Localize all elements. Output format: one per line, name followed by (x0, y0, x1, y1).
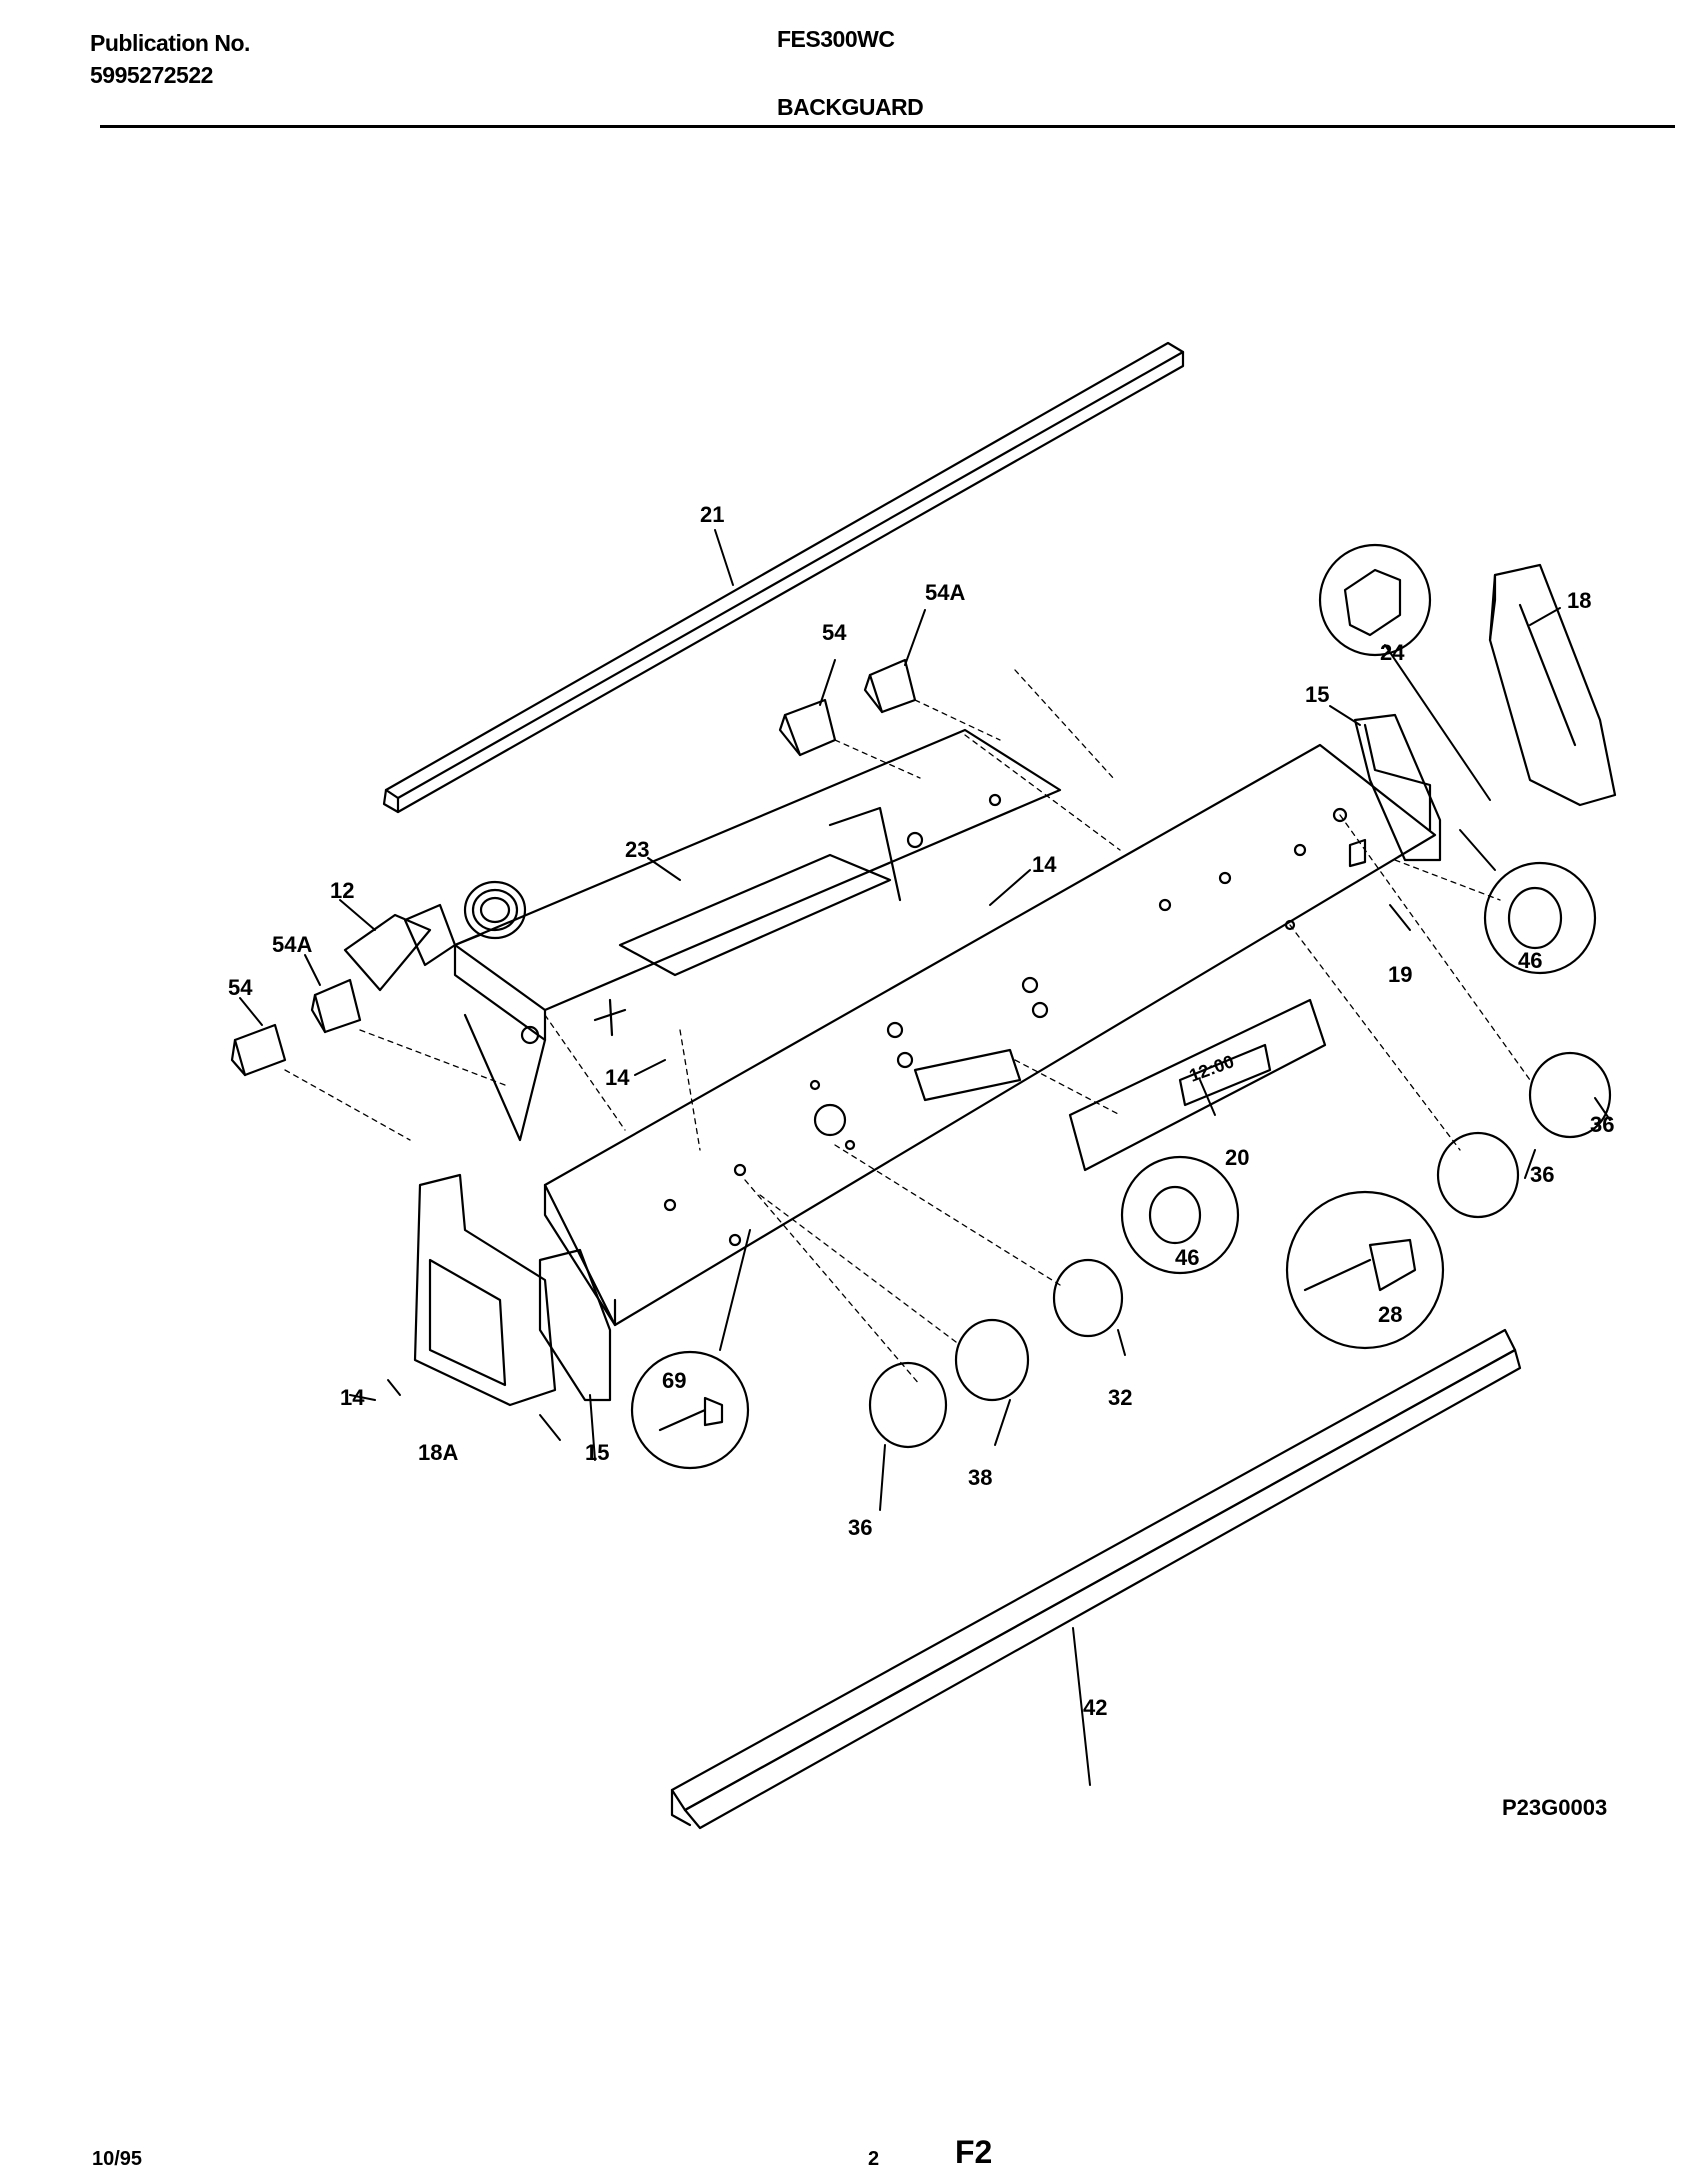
left-switches (230, 978, 362, 1077)
thermostat-assembly (343, 880, 527, 992)
section-title: BACKGUARD (777, 94, 924, 120)
callout-19: 19 (1388, 962, 1412, 987)
top-trim-strip (382, 341, 1185, 814)
callout-54-left: 54 (228, 975, 253, 1000)
left-end-cap (413, 1173, 557, 1407)
model-number: FES300WC (777, 26, 895, 52)
callout-36-far: 36 (1590, 1112, 1614, 1137)
callout-54-top: 54 (822, 620, 847, 645)
callout-42: 42 (1083, 1695, 1107, 1720)
callout-69: 69 (662, 1368, 686, 1393)
callout-14-bottom: 14 (340, 1385, 365, 1410)
callout-32: 32 (1108, 1385, 1132, 1410)
callout-38: 38 (968, 1465, 992, 1490)
footer-code: F2 (955, 2134, 993, 2170)
callout-46-mid: 46 (1175, 1245, 1199, 1270)
callout-20: 20 (1225, 1145, 1249, 1170)
publication-label: Publication No. (90, 30, 250, 56)
callout-18a: 18A (418, 1440, 458, 1465)
callout-54a-top: 54A (925, 580, 965, 605)
detail-circles (630, 543, 1597, 1470)
control-knobs (868, 1051, 1612, 1449)
callout-14-left: 14 (605, 1065, 630, 1090)
callout-21: 21 (700, 502, 724, 527)
callout-54a-left: 54A (272, 932, 312, 957)
clock-display-board (1068, 998, 1327, 1172)
top-switches (778, 658, 917, 757)
header-rule (100, 125, 1675, 128)
publication-number: 5995272522 (90, 62, 213, 88)
callout-36-right: 36 (1530, 1162, 1554, 1187)
right-end-cap (1488, 563, 1617, 807)
callout-15-right: 15 (1305, 682, 1329, 707)
upper-control-panel (453, 728, 1062, 1142)
bottom-trim-strip (670, 1328, 1522, 1830)
end-brackets (538, 713, 1442, 1402)
callout-24: 24 (1380, 640, 1405, 665)
main-backguard-panel (543, 723, 1437, 1327)
footer-page-number: 2 (868, 2148, 880, 2170)
callout-46-right: 46 (1518, 948, 1542, 973)
leader-lines (239, 529, 1611, 1786)
callout-23: 23 (625, 837, 649, 862)
assembly-dashed-lines (284, 669, 1531, 1386)
callout-18: 18 (1567, 588, 1591, 613)
callout-14-mid: 14 (1032, 852, 1057, 877)
callout-36-bottom: 36 (848, 1515, 872, 1540)
footer-date: 10/95 (92, 2148, 143, 2170)
callout-28: 28 (1378, 1302, 1402, 1327)
callout-15-left: 15 (585, 1440, 609, 1465)
callout-12: 12 (330, 878, 354, 903)
figure-id: P23G0003 (1502, 1795, 1608, 1820)
